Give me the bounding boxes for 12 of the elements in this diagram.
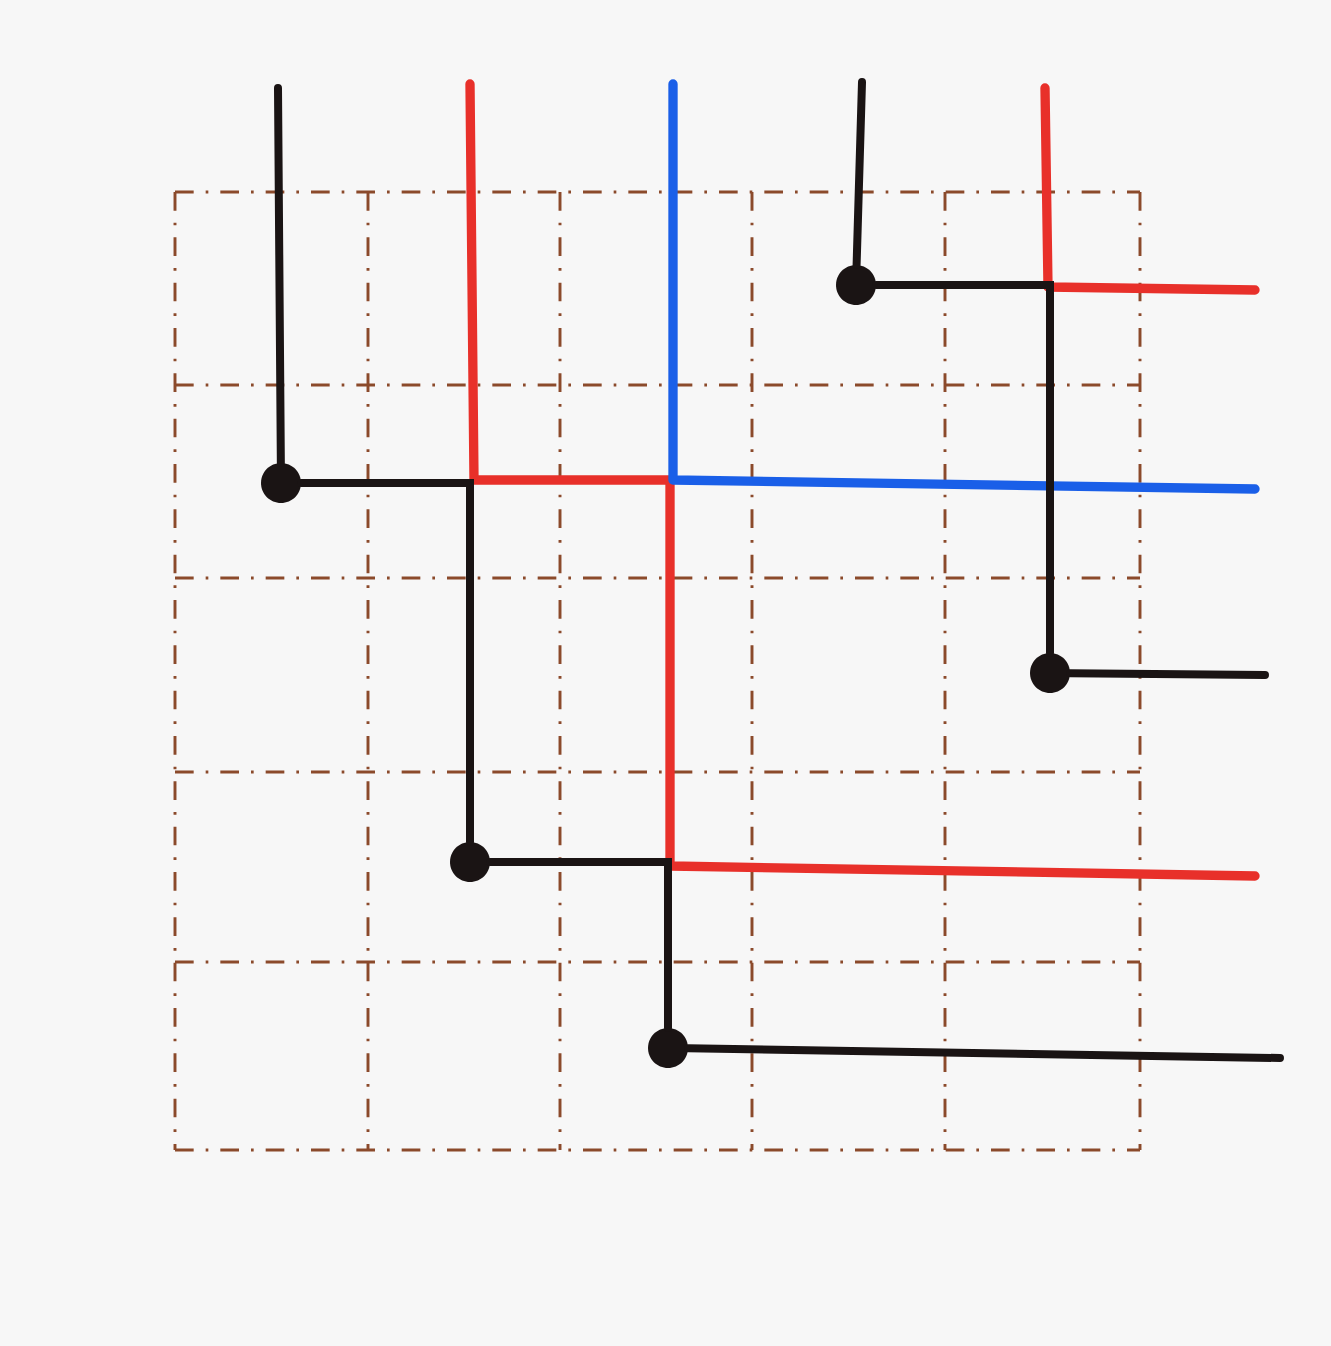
line — [684, 1044, 1284, 1062]
line — [297, 479, 474, 846]
dot — [1030, 653, 1070, 693]
line — [852, 78, 866, 269]
line — [486, 858, 672, 1032]
line — [274, 84, 285, 467]
line — [872, 281, 1054, 657]
dot — [648, 1028, 688, 1068]
line — [1066, 669, 1269, 679]
dot — [450, 842, 490, 882]
dot — [261, 463, 301, 503]
dot — [836, 265, 876, 305]
